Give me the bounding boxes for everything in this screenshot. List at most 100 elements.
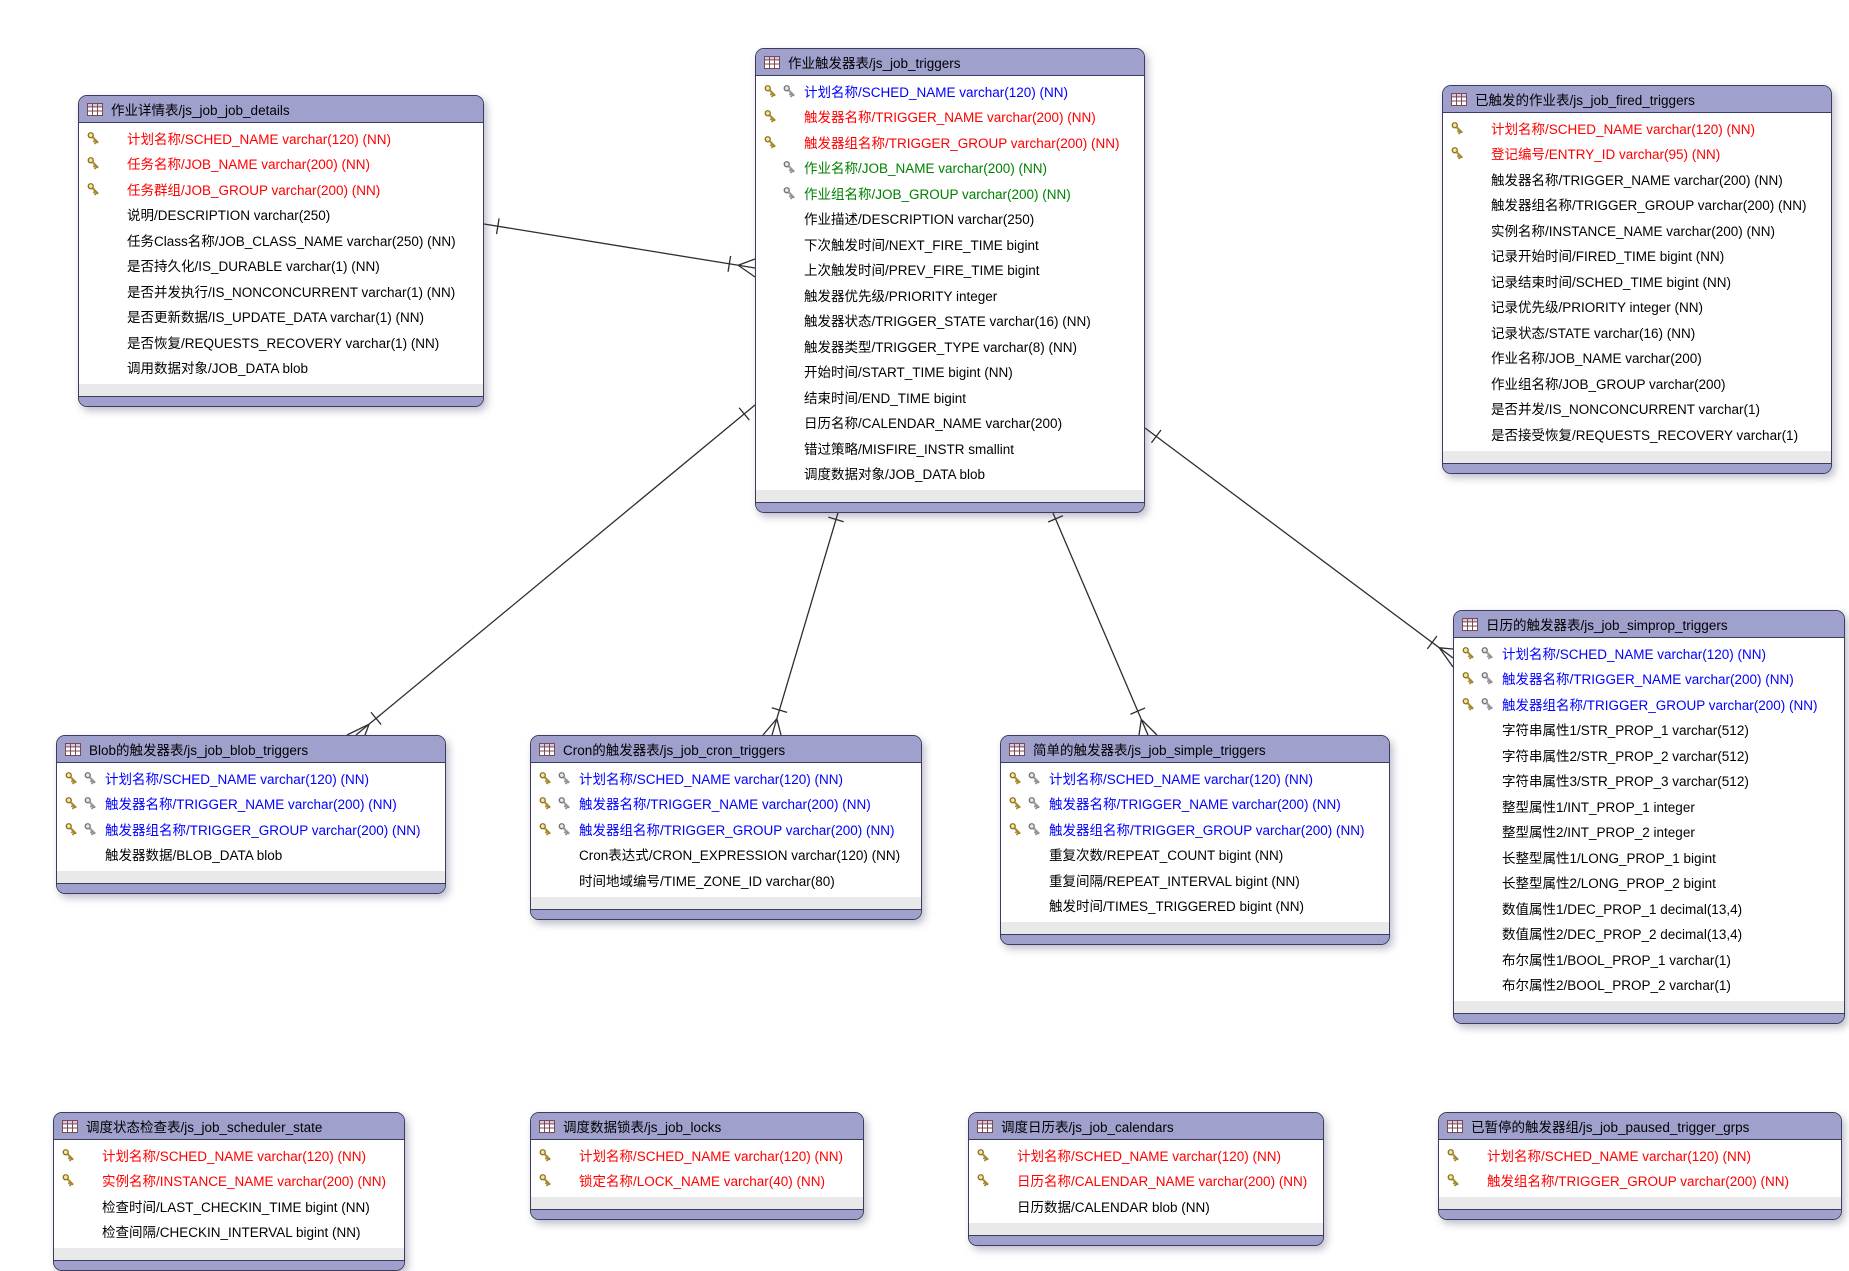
relationship-js_job_triggers-to-js_job_simprop_triggers xyxy=(1144,427,1454,668)
field-label: 触发器组名称/TRIGGER_GROUP varchar(200) (NN) xyxy=(804,135,1120,151)
field-row: 长整型属性2/LONG_PROP_2 bigint xyxy=(1454,870,1844,896)
entity-table-header[interactable]: Blob的触发器表/js_job_blob_triggers xyxy=(57,736,445,763)
table-grid-icon xyxy=(1462,617,1478,631)
entity-table-header[interactable]: 调度日历表/js_job_calendars xyxy=(969,1113,1323,1140)
entity-table-header[interactable]: 作业详情表/js_job_job_details xyxy=(79,96,483,123)
field-label: 错过策略/MISFIRE_INSTR smallint xyxy=(804,441,1015,457)
gold-key-icon xyxy=(538,1147,553,1162)
field-row: 字符串属性1/STR_PROP_1 varchar(512) xyxy=(1454,717,1844,743)
entity-table-js_job_simple_triggers[interactable]: 简单的触发器表/js_job_simple_triggers 计划名称/SCHE… xyxy=(1000,735,1390,945)
table-footer-accent xyxy=(57,883,445,893)
gold-key-icon xyxy=(1446,1147,1461,1162)
field-label: 任务群组/JOB_GROUP varchar(200) (NN) xyxy=(127,182,381,198)
table-footer-accent xyxy=(1439,1209,1841,1219)
entity-table-body: 计划名称/SCHED_NAME varchar(120) (NN)日历名称/CA… xyxy=(969,1140,1323,1219)
field-label: 计划名称/SCHED_NAME varchar(120) (NN) xyxy=(127,131,392,147)
field-label: 检查间隔/CHECKIN_INTERVAL bigint (NN) xyxy=(102,1225,361,1241)
table-footer-gap xyxy=(969,1218,1323,1223)
entity-table-header[interactable]: 调度数据锁表/js_job_locks xyxy=(531,1113,863,1140)
field-label: 作业组名称/JOB_GROUP varchar(200) xyxy=(1491,376,1726,392)
gold-key-icon xyxy=(86,130,101,145)
table-footer-gap xyxy=(57,867,445,871)
silver-key-icon xyxy=(557,821,572,836)
field-row: 字符串属性3/STR_PROP_3 varchar(512) xyxy=(1454,768,1844,794)
entity-table-js_job_calendars[interactable]: 调度日历表/js_job_calendars 计划名称/SCHED_NAME v… xyxy=(968,1112,1324,1246)
entity-table-js_job_triggers[interactable]: 作业触发器表/js_job_triggers 计划名称/SCHED_NAME v… xyxy=(755,48,1145,513)
gold-key-icon xyxy=(61,1173,76,1188)
entity-table-js_job_paused_trigger_grps[interactable]: 已暂停的触发器组/js_job_paused_trigger_grps 计划名称… xyxy=(1438,1112,1842,1220)
entity-table-js_job_simprop_triggers[interactable]: 日历的触发器表/js_job_simprop_triggers 计划名称/SCH… xyxy=(1453,610,1845,1024)
field-label: 是否持久化/IS_DURABLE varchar(1) (NN) xyxy=(127,259,380,275)
entity-table-js_job_scheduler_state[interactable]: 调度状态检查表/js_job_scheduler_state 计划名称/SCHE… xyxy=(53,1112,405,1271)
entity-table-title: 调度数据锁表/js_job_locks xyxy=(563,1120,722,1135)
gold-key-icon xyxy=(1008,770,1023,785)
table-footer-gap xyxy=(1443,446,1831,451)
field-row: 上次触发时间/PREV_FIRE_TIME bigint xyxy=(756,257,1144,283)
field-row: 触发器名称/TRIGGER_NAME varchar(200) (NN) xyxy=(1443,166,1831,192)
entity-table-js_job_job_details[interactable]: 作业详情表/js_job_job_details 计划名称/SCHED_NAME… xyxy=(78,95,484,407)
field-label: 实例名称/INSTANCE_NAME varchar(200) (NN) xyxy=(1491,223,1776,239)
table-footer-accent xyxy=(756,502,1144,512)
field-label: 触发器组名称/TRIGGER_GROUP varchar(200) (NN) xyxy=(1491,198,1807,214)
field-label: 布尔属性1/BOOL_PROP_1 varchar(1) xyxy=(1502,952,1731,968)
entity-table-header[interactable]: 已暂停的触发器组/js_job_paused_trigger_grps xyxy=(1439,1113,1841,1140)
entity-table-header[interactable]: 日历的触发器表/js_job_simprop_triggers xyxy=(1454,611,1844,638)
table-footer-gap xyxy=(756,486,1144,490)
table-footer xyxy=(1439,1197,1841,1209)
field-label: 检查时间/LAST_CHECKIN_TIME bigint (NN) xyxy=(102,1199,370,1215)
field-row: 是否持久化/IS_DURABLE varchar(1) (NN) xyxy=(79,253,483,279)
gold-key-icon xyxy=(1008,796,1023,811)
entity-table-js_job_fired_triggers[interactable]: 已触发的作业表/js_job_fired_triggers 计划名称/SCHED… xyxy=(1442,85,1832,474)
silver-key-icon xyxy=(1027,796,1042,811)
field-row: 时间地域编号/TIME_ZONE_ID varchar(80) xyxy=(531,867,921,893)
entity-table-header[interactable]: 作业触发器表/js_job_triggers xyxy=(756,49,1144,76)
table-grid-icon xyxy=(1009,742,1025,756)
gold-key-icon xyxy=(1450,146,1465,161)
entity-table-title: 已触发的作业表/js_job_fired_triggers xyxy=(1475,93,1695,108)
field-row: 触发器组名称/TRIGGER_GROUP varchar(200) (NN) xyxy=(1001,816,1389,842)
field-label: 调用数据对象/JOB_DATA blob xyxy=(127,361,309,377)
table-footer-gap xyxy=(1454,997,1844,1001)
table-grid-icon xyxy=(977,1119,993,1133)
table-grid-icon xyxy=(764,55,780,69)
field-row: 整型属性1/INT_PROP_1 integer xyxy=(1454,793,1844,819)
field-label: 上次触发时间/PREV_FIRE_TIME bigint xyxy=(804,263,1040,279)
table-footer-accent xyxy=(1443,462,1831,473)
field-label: 整型属性2/INT_PROP_2 integer xyxy=(1502,825,1695,841)
entity-table-header[interactable]: 已触发的作业表/js_job_fired_triggers xyxy=(1443,86,1831,113)
field-label: 触发时间/TIMES_TRIGGERED bigint (NN) xyxy=(1049,899,1305,915)
entity-table-js_job_locks[interactable]: 调度数据锁表/js_job_locks 计划名称/SCHED_NAME varc… xyxy=(530,1112,864,1220)
entity-table-header[interactable]: 调度状态检查表/js_job_scheduler_state xyxy=(54,1113,404,1140)
gold-key-icon xyxy=(61,1147,76,1162)
field-row: 触发器组名称/TRIGGER_GROUP varchar(200) (NN) xyxy=(756,129,1144,155)
field-row: 作业组名称/JOB_GROUP varchar(200) (NN) xyxy=(756,180,1144,206)
field-label: 字符串属性1/STR_PROP_1 varchar(512) xyxy=(1502,723,1749,739)
field-label: 任务名称/JOB_NAME varchar(200) (NN) xyxy=(127,157,371,173)
entity-table-header[interactable]: Cron的触发器表/js_job_cron_triggers xyxy=(531,736,921,763)
gold-key-icon xyxy=(538,1173,553,1188)
field-row: 触发器组名称/TRIGGER_GROUP varchar(200) (NN) xyxy=(1443,192,1831,218)
field-label: 触发器名称/TRIGGER_NAME varchar(200) (NN) xyxy=(804,110,1096,126)
field-row: 是否恢复/REQUESTS_RECOVERY varchar(1) (NN) xyxy=(79,329,483,355)
silver-key-icon xyxy=(1027,770,1042,785)
field-row: 数值属性2/DEC_PROP_2 decimal(13,4) xyxy=(1454,921,1844,947)
entity-table-header[interactable]: 简单的触发器表/js_job_simple_triggers xyxy=(1001,736,1389,763)
table-footer-accent xyxy=(1001,934,1389,944)
field-label: 日历数据/CALENDAR blob (NN) xyxy=(1017,1199,1210,1215)
field-row: 触发组名称/TRIGGER_GROUP varchar(200) (NN) xyxy=(1439,1168,1841,1194)
table-footer-gap xyxy=(1001,918,1389,922)
field-row: 计划名称/SCHED_NAME varchar(120) (NN) xyxy=(1439,1142,1841,1168)
field-label: 登记编号/ENTRY_ID varchar(95) (NN) xyxy=(1491,147,1721,163)
field-row: 作业描述/DESCRIPTION varchar(250) xyxy=(756,206,1144,232)
field-label: 任务Class名称/JOB_CLASS_NAME varchar(250) (N… xyxy=(127,233,456,249)
table-footer xyxy=(54,1248,404,1260)
silver-key-icon xyxy=(83,770,98,785)
entity-table-js_job_blob_triggers[interactable]: Blob的触发器表/js_job_blob_triggers 计划名称/SCHE… xyxy=(56,735,446,894)
table-footer-accent xyxy=(531,908,921,919)
gold-key-icon xyxy=(64,770,79,785)
field-label: 是否接受恢复/REQUESTS_RECOVERY varchar(1) xyxy=(1491,427,1799,443)
table-grid-icon xyxy=(1447,1119,1463,1133)
field-row: 下次触发时间/NEXT_FIRE_TIME bigint xyxy=(756,231,1144,257)
entity-table-js_job_cron_triggers[interactable]: Cron的触发器表/js_job_cron_triggers 计划名称/SCHE… xyxy=(530,735,922,920)
field-row: 作业名称/JOB_NAME varchar(200) (NN) xyxy=(756,155,1144,181)
